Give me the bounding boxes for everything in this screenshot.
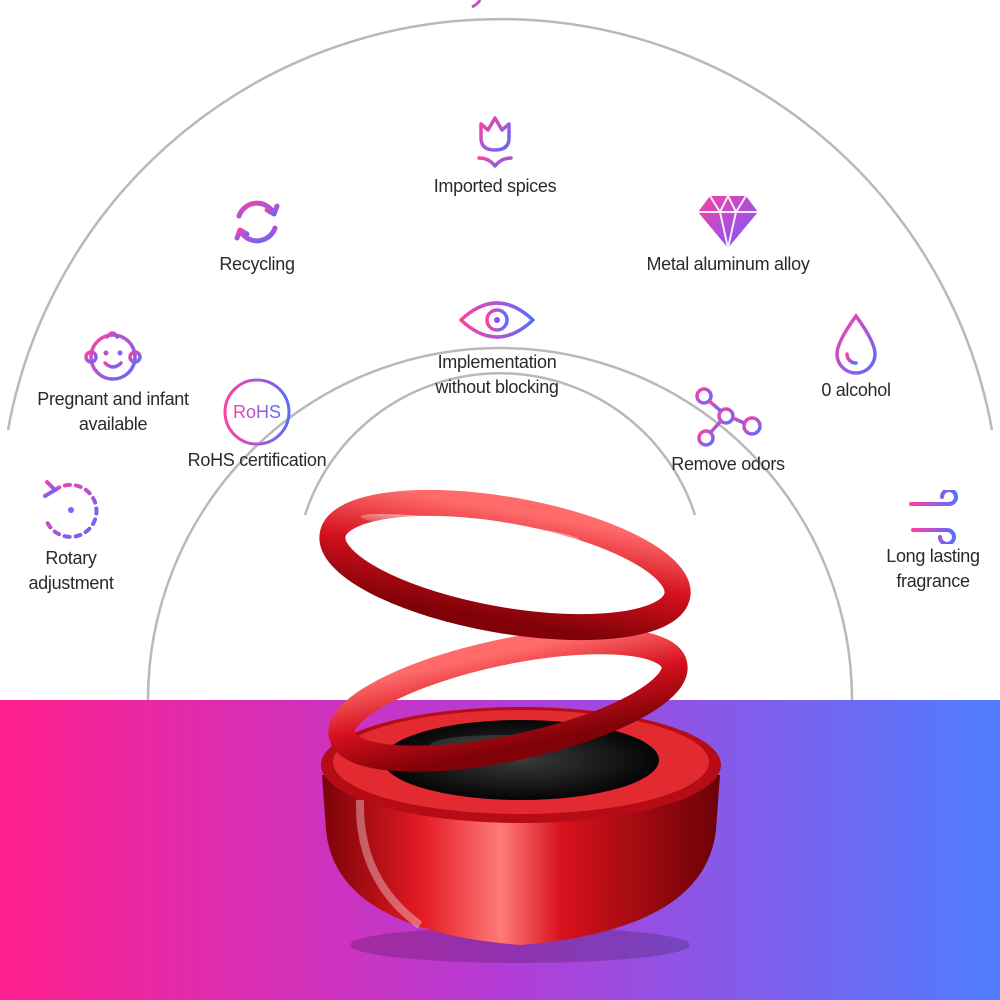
feature-label: Imported spices — [433, 176, 557, 196]
product-air-freshener — [319, 489, 721, 963]
feature-no-blocking: Implementation without blocking — [412, 290, 582, 400]
feature-label: Rotary adjustment — [28, 548, 114, 593]
baby-face-icon — [84, 331, 142, 381]
arc-inner — [303, 371, 697, 516]
feature-label: Recycling — [219, 254, 295, 274]
ring-upper — [319, 489, 691, 641]
feature-rohs: RoHS RoHS certification — [183, 376, 331, 473]
feature-zero-alcohol: 0 alcohol — [808, 310, 904, 403]
product-base — [322, 775, 720, 945]
feature-label: 0 alcohol — [821, 380, 891, 400]
feature-rotary: Rotary adjustment — [10, 474, 132, 596]
recycle-arrows-icon — [234, 200, 280, 244]
feature-label: Metal aluminum alloy — [646, 254, 810, 274]
feature-metal-alloy: Metal aluminum alloy — [638, 190, 818, 277]
wind-lines-icon — [901, 490, 958, 544]
feature-label: Implementation without blocking — [435, 352, 559, 397]
feature-imported-spices: Imported spices — [415, 110, 575, 199]
feature-long-lasting: Long lasting fragrance — [872, 490, 994, 594]
eye-icon — [459, 301, 535, 339]
arc-outer — [6, 17, 994, 431]
arc-middle — [146, 346, 854, 701]
feature-label: Remove odors — [671, 454, 785, 474]
feature-label: RoHS certification — [187, 450, 327, 470]
droplet-icon — [835, 313, 877, 375]
rotate-left-icon — [43, 480, 99, 539]
feature-recycling: Recycling — [195, 192, 319, 277]
molecule-icon — [695, 387, 762, 447]
feature-label: Long lasting fragrance — [886, 546, 980, 591]
feature-remove-odors: Remove odors — [664, 386, 792, 477]
ring-lower — [328, 628, 688, 772]
rohs-badge-icon: RoHS — [223, 378, 291, 446]
tulip-icon — [477, 116, 513, 168]
feature-pregnant-infant: Pregnant and infant available — [28, 325, 198, 437]
top-partial-mark — [471, 0, 482, 9]
rohs-badge-text: RoHS — [233, 402, 281, 422]
concentric-arcs — [6, 17, 994, 701]
feature-label: Pregnant and infant available — [37, 389, 189, 434]
diamond-icon — [698, 193, 758, 249]
